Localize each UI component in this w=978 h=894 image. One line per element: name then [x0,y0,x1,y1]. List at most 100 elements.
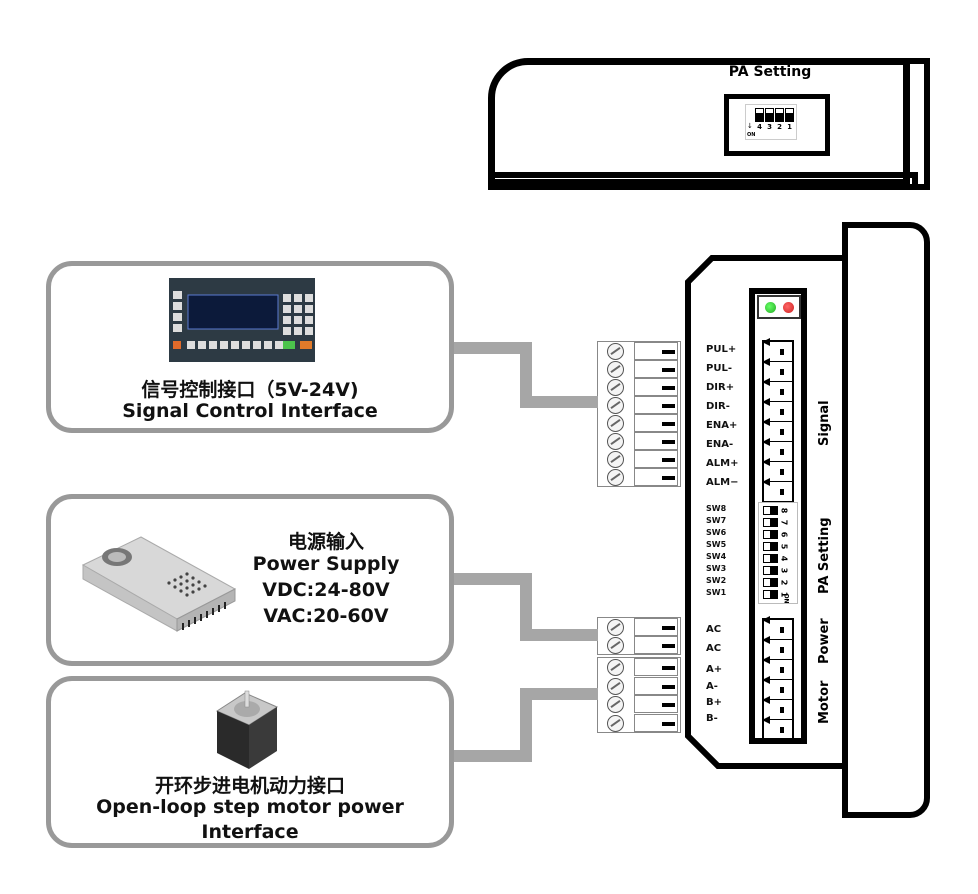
plug-pin [634,713,678,732]
terminal-pin-icon [780,448,784,455]
terminal-arrow-icon [762,398,770,406]
terminal-cell [762,338,792,362]
pa-dip-switch-4[interactable] [763,554,778,563]
sw-label: SW8 [706,504,727,513]
pa-dip-switch-2[interactable] [763,578,778,587]
pin-label-pul-minus: PUL- [706,363,732,374]
pa-dip-switch-5[interactable] [763,542,778,551]
sw-label: SW1 [706,588,727,597]
terminal-cell [762,458,792,482]
plug-pin [634,414,678,432]
power-group-label: Power [817,618,832,664]
stepper-motor-device-icon [215,690,279,769]
plug-pin [634,342,678,360]
pa-dip-switch-6[interactable] [763,530,778,539]
pin-label-b-minus: B- [706,713,718,724]
motor-card-title-en-2: Interface [201,821,299,843]
pa-dip-switch-8[interactable] [763,506,778,515]
terminal-arrow-icon [762,378,770,386]
signal-wire [520,342,532,406]
terminal-arrow-icon [762,438,770,446]
terminal-screw-icon[interactable] [607,361,624,378]
terminal-arrow-icon [762,418,770,426]
power-led-icon [765,302,776,313]
controller-device-icon [169,278,315,362]
driver-top-view-endcap [904,58,930,190]
plug-pin [634,695,678,713]
terminal-pin-icon [780,408,784,415]
motor-card-title-cn: 开环步进电机动力接口 [154,775,345,797]
pin-label-alm-minus: ALM− [706,477,739,488]
pa-dip-switch-3[interactable] [763,566,778,575]
terminal-pin-icon [780,388,784,395]
plug-pin [634,378,678,396]
signal-card-title-cn: 信号控制接口（5V-24V) [141,379,359,401]
top-dip-switch-3[interactable] [765,108,774,122]
pin-label-alm-plus: ALM+ [706,458,739,469]
motor-plug-connector[interactable] [597,657,681,733]
terminal-screw-icon[interactable] [607,343,624,360]
terminal-screw-icon[interactable] [607,714,624,732]
terminal-screw-icon[interactable] [607,397,624,414]
terminal-cell [762,616,792,640]
terminal-screw-icon[interactable] [607,379,624,396]
signal-control-card: 信号控制接口（5V-24V) Signal Control Interface [46,261,454,433]
top-dip-switch-2[interactable] [775,108,784,122]
terminal-cell [762,398,792,422]
power-card-title-en: Power Supply [252,553,400,575]
pin-label-a-plus: A+ [706,664,723,675]
terminal-pin-icon [780,348,784,355]
power-card-vdc: VDC:24-80V [262,579,390,601]
terminal-pin-icon [780,368,784,375]
terminal-arrow-icon [762,696,770,704]
terminal-cell [762,676,792,700]
power-motor-terminal-block [762,616,794,741]
pa-dip-number: 2 [779,579,789,586]
power-wire [520,629,598,641]
terminal-arrow-icon [762,636,770,644]
signal-plug-connector[interactable] [597,341,681,487]
terminal-arrow-icon [762,338,770,346]
signal-group-label: Signal [817,400,832,446]
plug-pin [634,432,678,450]
power-supply-card: 电源输入 Power Supply VDC:24-80V VAC:20-60V [46,494,454,666]
terminal-screw-icon[interactable] [607,433,624,450]
terminal-screw-icon[interactable] [607,637,624,654]
terminal-screw-icon[interactable] [607,659,624,676]
terminal-pin-icon [780,706,784,713]
driver-mounting-flange [842,222,930,818]
pa-dip-number: 6 [779,531,789,538]
plug-pin [634,636,678,654]
terminal-screw-icon[interactable] [607,415,624,432]
terminal-arrow-icon [762,358,770,366]
terminal-arrow-icon [762,716,770,724]
power-wire [454,573,532,585]
top-dip-frame [724,94,830,156]
terminal-screw-icon[interactable] [607,677,624,695]
pa-dip-switch-7[interactable] [763,518,778,527]
pa-dip-switch-1[interactable] [763,590,778,599]
terminal-cell [762,696,792,720]
signal-wire [454,342,532,354]
terminal-pin-icon [780,666,784,673]
top-dip-on-label: ON [747,132,756,138]
sw-label: SW6 [706,528,727,537]
terminal-screw-icon[interactable] [607,469,624,486]
power-plug-connector[interactable] [597,617,681,655]
motor-card-title-en-1: Open-loop step motor power [96,796,404,818]
terminal-pin-icon [780,468,784,475]
terminal-cell [762,378,792,402]
top-dip-number: 4 [757,123,762,131]
terminal-screw-icon[interactable] [607,451,624,468]
led-indicator-box [757,295,801,319]
top-dip-number: 1 [787,123,792,131]
terminal-screw-icon[interactable] [607,696,624,713]
plug-pin [634,450,678,468]
top-dip-switch-1[interactable] [785,108,794,122]
pin-label-b-plus: B+ [706,697,723,708]
terminal-screw-icon[interactable] [607,619,624,636]
power-card-vac: VAC:20-60V [263,605,389,627]
motor-group-label: Motor [817,680,832,724]
top-dip-switch-4[interactable] [755,108,764,122]
